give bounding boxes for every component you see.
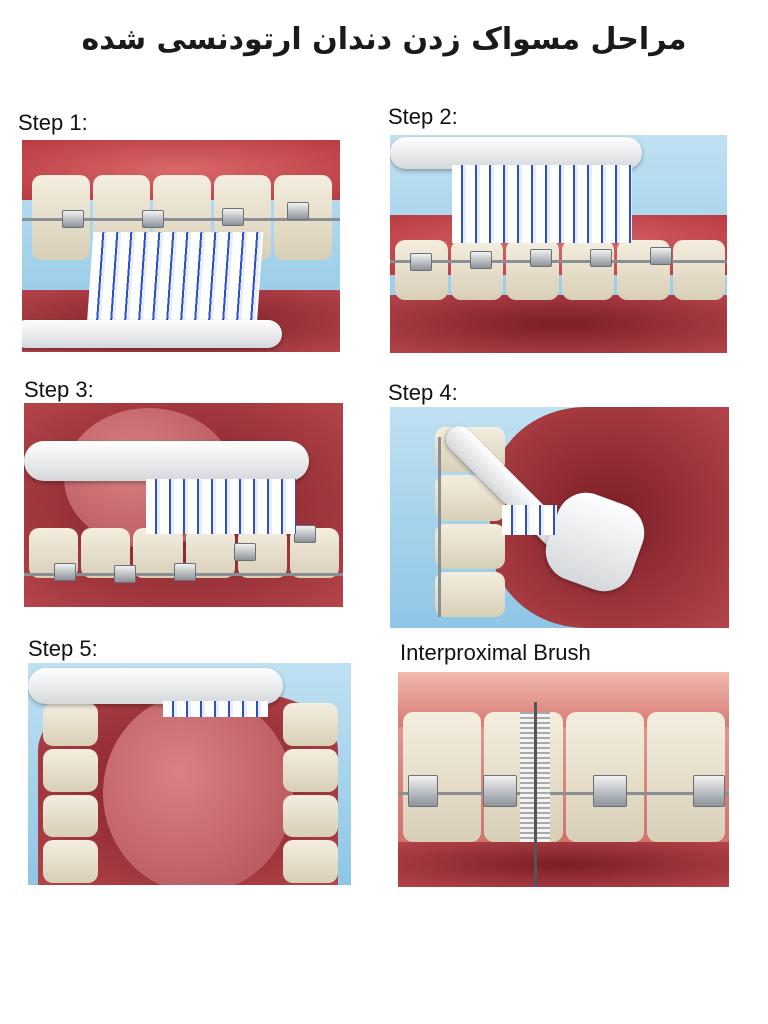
bracket (62, 210, 84, 228)
bracket (408, 775, 438, 807)
toothbrush-handle (390, 137, 642, 169)
bracket (410, 253, 432, 271)
step-2-label: Step 2: (388, 104, 458, 129)
tongue (103, 693, 293, 885)
step-5-illustration (28, 663, 351, 885)
toothbrush-bristles (502, 505, 557, 535)
archwire (22, 218, 340, 221)
mouth (390, 295, 727, 353)
step-4-illustration (390, 407, 729, 628)
bracket (174, 563, 196, 581)
toothbrush-handle (24, 441, 309, 481)
archwire (398, 792, 729, 795)
teeth (395, 240, 725, 300)
step-3-illustration (24, 403, 343, 607)
archwire (438, 437, 441, 617)
teeth-left (43, 703, 98, 883)
step-2-illustration (390, 135, 727, 353)
toothbrush-bristles (146, 479, 296, 534)
page-title: مراحل مسواک زدن دندان ارتودنسی شده (81, 22, 687, 57)
bracket (593, 775, 627, 807)
bracket (294, 525, 316, 543)
step-5-label: Step 5: (28, 636, 98, 661)
interproximal-brush-illustration (398, 672, 729, 887)
toothbrush-bristles (163, 701, 268, 717)
teeth-right (283, 703, 338, 883)
bracket (222, 208, 244, 226)
mouth (398, 842, 729, 887)
step-4-label: Step 4: (388, 380, 458, 405)
interproximal-brush-wire (534, 702, 537, 887)
teeth (403, 712, 725, 842)
toothbrush-handle (22, 320, 282, 348)
toothbrush-bristles (86, 232, 264, 327)
bracket (590, 249, 612, 267)
bracket (54, 563, 76, 581)
bracket (530, 249, 552, 267)
bracket (693, 775, 725, 807)
bracket (142, 210, 164, 228)
step-3-label: Step 3: (24, 377, 94, 402)
bracket (114, 565, 136, 583)
toothbrush-bristles (452, 165, 632, 243)
toothbrush-handle (28, 668, 283, 704)
step-1-illustration (22, 140, 340, 352)
bracket (650, 247, 672, 265)
interproximal-brush-label: Interproximal Brush (400, 640, 591, 665)
bracket (287, 202, 309, 220)
bracket (470, 251, 492, 269)
archwire (390, 260, 727, 263)
bracket (483, 775, 517, 807)
step-1-label: Step 1: (18, 110, 88, 135)
bracket (234, 543, 256, 561)
